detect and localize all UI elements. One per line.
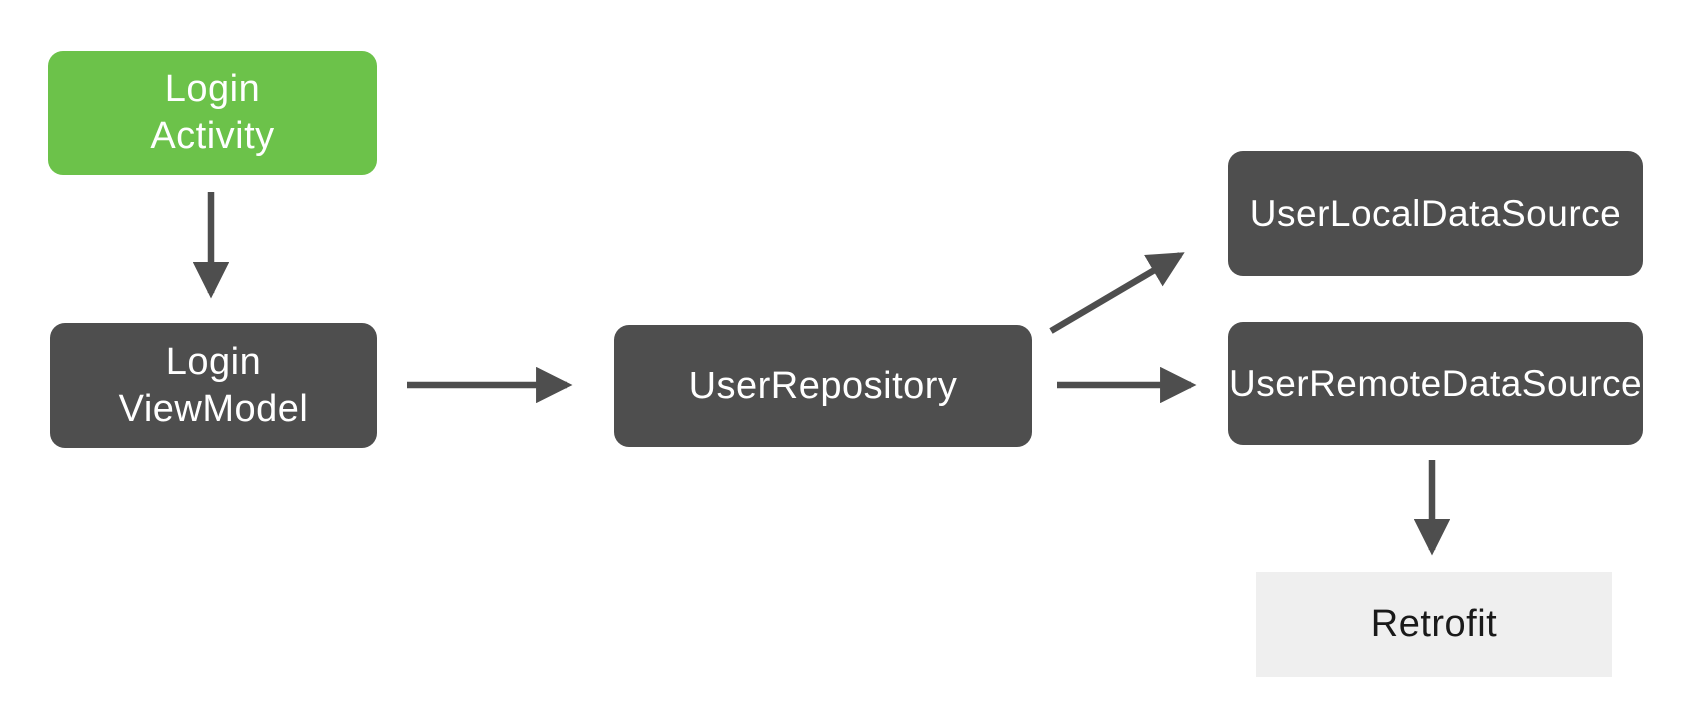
node-user-repository: UserRepository	[614, 325, 1032, 447]
node-label: UserRepository	[688, 364, 958, 407]
node-user-remote-data-source: UserRemoteDataSource	[1228, 322, 1643, 445]
node-login-viewmodel: Login ViewModel	[50, 323, 377, 448]
node-label-line: Activity	[150, 115, 275, 157]
node-login-activity: Login Activity	[48, 51, 377, 175]
node-label: UserLocalDataSource	[1249, 193, 1622, 234]
node-label: UserRemoteDataSource	[1228, 363, 1643, 404]
arrow-repository-to-localdatasource-icon	[1049, 252, 1185, 334]
node-label-line: Login	[165, 340, 262, 383]
node-label: Retrofit	[1370, 603, 1498, 645]
node-user-local-data-source: UserLocalDataSource	[1228, 151, 1643, 276]
node-retrofit: Retrofit	[1256, 572, 1612, 677]
node-label-line: Login	[164, 68, 261, 110]
node-label-line: ViewModel	[118, 387, 309, 430]
